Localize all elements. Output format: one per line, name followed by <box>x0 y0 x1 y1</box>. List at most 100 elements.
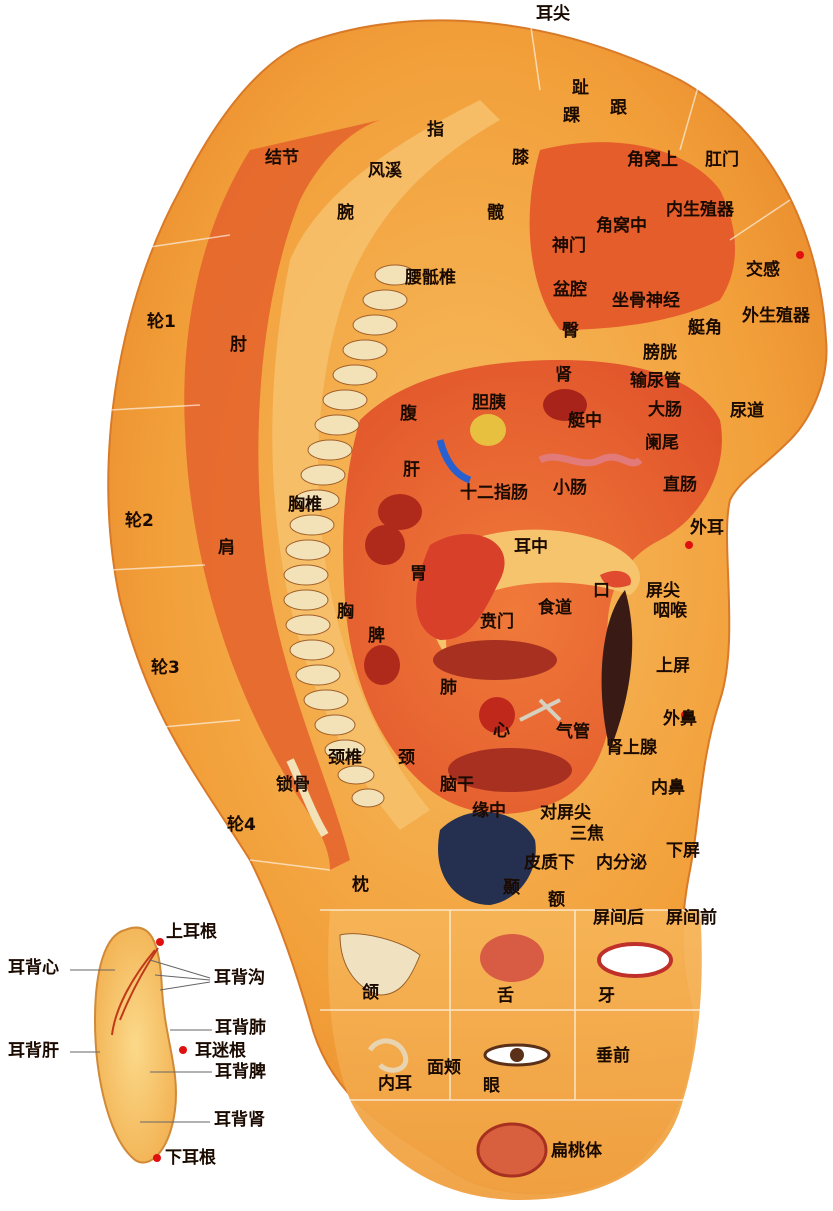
label-trachea: 气管 <box>556 724 590 741</box>
label-tragus-apex: 屏尖 <box>646 583 680 600</box>
label-eye: 眼 <box>483 1078 500 1095</box>
label-finger: 指 <box>427 122 444 139</box>
label-wind-stream: 风溪 <box>368 163 402 180</box>
label-back-kidney: 耳背肾 <box>214 1112 265 1129</box>
label-cheek: 面颊 <box>427 1060 461 1077</box>
label-adrenal-gland: 肾上腺 <box>606 740 657 757</box>
label-antitragus-apex: 对屏尖 <box>540 805 591 822</box>
spleen-organ <box>364 645 400 685</box>
label-vagus-root: 耳迷根 <box>195 1043 246 1060</box>
label-tooth: 牙 <box>598 988 615 1005</box>
label-ureter: 输尿管 <box>630 373 681 390</box>
label-internal-genitals: 内生殖器 <box>666 202 734 219</box>
label-duodenum: 十二指肠 <box>460 485 528 502</box>
teeth-organ <box>599 944 671 976</box>
label-wrist: 腕 <box>337 205 354 222</box>
label-lung: 肺 <box>440 680 457 697</box>
label-tonsil: 扁桃体 <box>551 1143 602 1160</box>
label-anus: 肛门 <box>705 152 739 169</box>
label-mouth: 口 <box>593 583 610 600</box>
label-occiput: 枕 <box>352 877 369 894</box>
label-external-genitals: 外生殖器 <box>742 308 810 325</box>
label-nodule: 结节 <box>265 150 299 167</box>
label-liver: 肝 <box>403 462 420 479</box>
label-spleen: 脾 <box>368 628 385 645</box>
eye-iris <box>510 1048 524 1062</box>
label-anterior-lobe: 垂前 <box>596 1048 630 1065</box>
label-lower-tragus: 下屏 <box>666 843 700 860</box>
label-external-ear: 外耳 <box>690 520 724 537</box>
label-elbow: 肘 <box>230 337 247 354</box>
label-chest: 胸 <box>337 604 354 621</box>
label-internal-nose: 内鼻 <box>651 780 685 797</box>
tonsil-organ <box>478 1124 546 1176</box>
label-cardia: 贲门 <box>480 614 514 631</box>
label-ear-apex: 耳尖 <box>536 6 570 23</box>
label-external-nose: 外鼻 <box>663 711 697 728</box>
label-antitragus-margin: 缘中 <box>472 803 506 820</box>
label-posterior-intertragic: 屏间后 <box>593 910 644 927</box>
label-back-groove: 耳背沟 <box>214 970 265 987</box>
label-jaw: 颌 <box>362 985 379 1002</box>
label-abdomen: 腹 <box>400 406 417 423</box>
label-knee: 膝 <box>512 150 529 167</box>
label-pelvis: 盆腔 <box>553 282 587 299</box>
label-middle-triangular-fossa: 角窝中 <box>596 218 647 235</box>
label-hip: 髋 <box>487 205 504 222</box>
lung-organ <box>433 640 557 680</box>
liver-organ-2 <box>365 525 405 565</box>
label-lower-ear-root: 下耳根 <box>165 1150 216 1167</box>
label-upper-triangular-fossa: 角窝上 <box>627 152 678 169</box>
label-cymba-angle: 艇角 <box>688 320 722 337</box>
label-inner-ear: 内耳 <box>378 1076 412 1093</box>
tongue-organ <box>480 934 544 982</box>
back-ear-outline <box>95 928 176 1163</box>
label-helix-1: 轮1 <box>147 314 176 331</box>
label-gluteus: 臀 <box>562 323 579 340</box>
label-helix-4: 轮4 <box>227 817 256 834</box>
label-sympathetic: 交感 <box>746 262 780 279</box>
liver-organ <box>378 494 422 530</box>
label-subcortex: 皮质下 <box>524 855 575 872</box>
label-endocrine: 内分泌 <box>596 855 647 872</box>
label-cymba-center: 艇中 <box>568 413 602 430</box>
label-ankle: 踝 <box>563 108 580 125</box>
label-brainstem: 脑干 <box>440 777 474 794</box>
label-large-intestine: 大肠 <box>648 402 682 419</box>
label-forehead: 额 <box>548 892 565 909</box>
label-back-lung: 耳背肺 <box>215 1020 266 1037</box>
label-lumbosacral-vertebrae: 腰骶椎 <box>405 270 456 287</box>
label-sciatic-nerve: 坐骨神经 <box>612 293 680 310</box>
label-toe: 趾 <box>572 80 589 97</box>
label-upper-tragus: 上屏 <box>656 658 690 675</box>
label-neck: 颈 <box>398 750 415 767</box>
label-back-spleen: 耳背脾 <box>215 1064 266 1081</box>
gallbladder-organ <box>470 414 506 446</box>
label-heel: 跟 <box>610 100 627 117</box>
label-upper-ear-root: 上耳根 <box>166 924 217 941</box>
label-gallbladder-pancreas: 胆胰 <box>472 395 506 412</box>
label-cervical-vertebrae: 颈椎 <box>328 750 362 767</box>
label-sanjiao: 三焦 <box>570 826 604 843</box>
label-appendix: 阑尾 <box>645 435 679 452</box>
label-back-heart: 耳背心 <box>8 960 59 977</box>
label-anterior-intertragic: 屏间前 <box>666 910 717 927</box>
label-thoracic-vertebrae: 胸椎 <box>288 497 322 514</box>
label-bladder: 膀胱 <box>643 345 677 362</box>
label-small-intestine: 小肠 <box>553 480 587 497</box>
label-back-liver: 耳背肝 <box>8 1043 59 1060</box>
label-ear-center: 耳中 <box>514 539 548 556</box>
label-clavicle: 锁骨 <box>276 777 310 794</box>
label-helix-3: 轮3 <box>151 660 180 677</box>
label-urethra: 尿道 <box>730 403 764 420</box>
label-helix-2: 轮2 <box>125 513 154 530</box>
label-esophagus: 食道 <box>538 600 572 617</box>
label-pharynx-larynx: 咽喉 <box>653 603 687 620</box>
label-heart: 心 <box>493 723 510 740</box>
label-tongue: 舌 <box>497 988 514 1005</box>
label-temple: 颞 <box>503 880 520 897</box>
label-kidney: 肾 <box>555 367 572 384</box>
label-stomach: 胃 <box>410 566 427 583</box>
